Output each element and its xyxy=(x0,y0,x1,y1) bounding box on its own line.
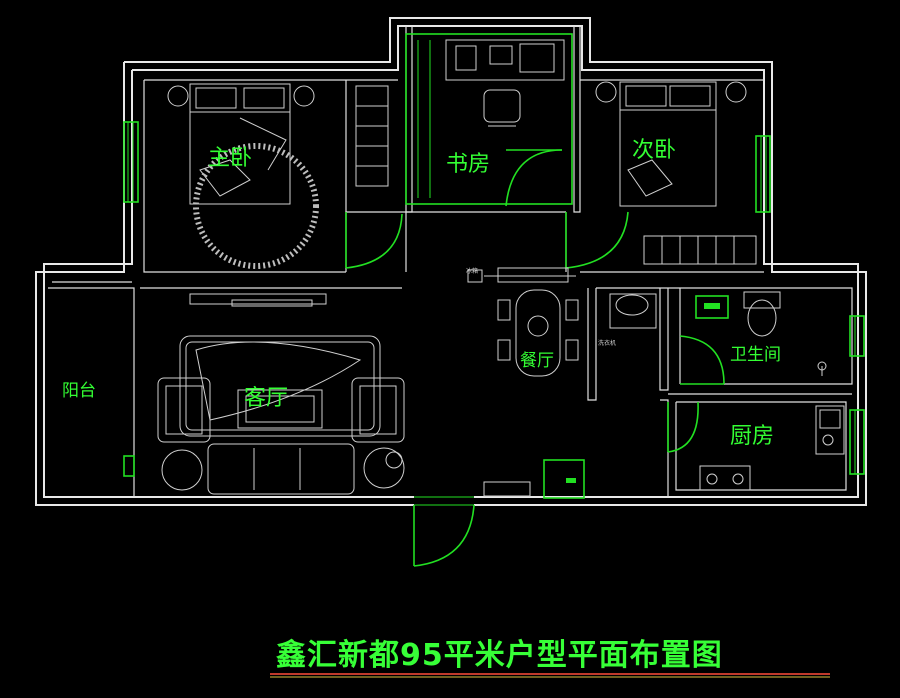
dining-label: 餐厅 xyxy=(520,351,554,371)
balcony-label: 阳台 xyxy=(62,381,96,401)
study-furniture xyxy=(445,39,565,127)
kitchen-label: 厨房 xyxy=(730,424,775,449)
study-label: 书房 xyxy=(446,152,491,177)
fridge xyxy=(543,459,585,499)
master-bedroom-label: 主卧 xyxy=(208,146,253,171)
second-bedroom-label: 次卧 xyxy=(632,138,677,163)
second-bed xyxy=(595,81,757,265)
master-bed xyxy=(167,83,389,269)
washer-label: 洗衣机 xyxy=(598,340,617,347)
windows xyxy=(123,33,865,506)
washer xyxy=(483,481,531,497)
doors xyxy=(345,149,725,567)
kitchen-fixtures xyxy=(699,405,845,491)
exterior-walls xyxy=(35,17,867,506)
plan-title: 鑫汇新都95平米户型平面布置图 xyxy=(276,638,723,673)
fridge-label: 冰箱 xyxy=(466,268,479,275)
interior-walls xyxy=(48,26,853,497)
living-set xyxy=(157,293,405,495)
bathroom-fixtures xyxy=(609,291,827,376)
bathroom-label: 卫生间 xyxy=(730,345,781,365)
living-room-label: 客厅 xyxy=(244,386,289,411)
dining-set xyxy=(467,267,579,377)
